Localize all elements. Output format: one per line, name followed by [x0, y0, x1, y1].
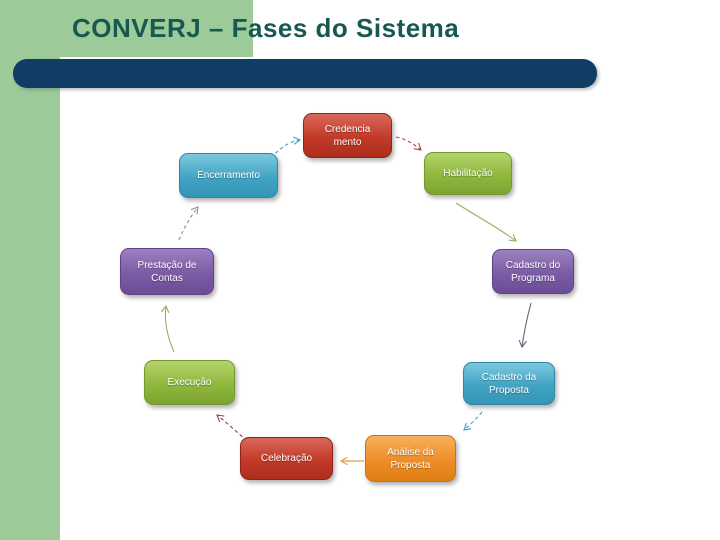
node-celebracao: Celebração [240, 437, 333, 480]
node-prestacao-contas: Prestação de Contas [120, 248, 214, 295]
arrow-credenciamento-to-habilitacao [395, 136, 422, 151]
node-execucao: Execução [144, 360, 235, 405]
node-habilitacao: Habilitação [424, 152, 512, 195]
node-cadastro-proposta: Cadastro da Proposta [463, 362, 555, 405]
arrow-cadastro-proposta-to-analise [463, 411, 483, 431]
left-green-panel [0, 0, 60, 540]
node-credenciamento: Credencia mento [303, 113, 392, 158]
arrow-celebracao-to-execucao [216, 414, 248, 442]
node-analise-proposta: Análise da Proposta [365, 435, 456, 482]
arrow-cadastro-programa-to-cadastro-proposta [518, 302, 532, 349]
title-accent-bar [13, 59, 597, 88]
slide-title: CONVERJ – Fases do Sistema [72, 13, 460, 43]
arrow-execucao-to-prestacao [161, 304, 175, 353]
arrow-habilitacao-to-cadastro-programa [455, 202, 517, 242]
title-green-background [0, 0, 253, 57]
node-cadastro-programa: Cadastro do Programa [492, 249, 574, 294]
arrow-prestacao-to-encerramento [178, 206, 199, 241]
node-encerramento: Encerramento [179, 153, 278, 198]
